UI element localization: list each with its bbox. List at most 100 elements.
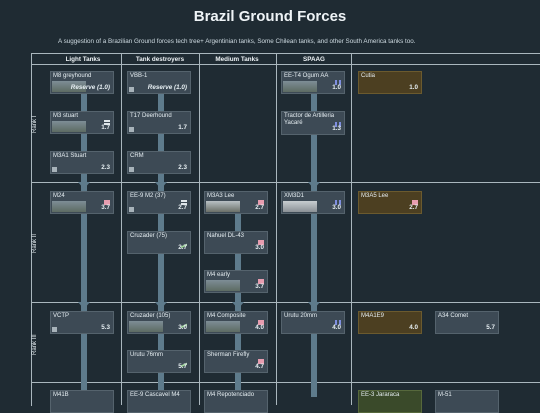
vehicle-card-t17-deerhound[interactable]: T17 Deerhound 1.7 xyxy=(127,111,191,134)
vehicle-image xyxy=(283,81,317,92)
page-title: Brazil Ground Forces xyxy=(193,8,347,25)
vehicle-br: 2.7 xyxy=(409,204,418,211)
spaa-icon xyxy=(335,122,341,127)
column-divider xyxy=(276,53,277,405)
vehicle-card-cruzader-105[interactable]: Cruzader (105)3.0 xyxy=(127,311,191,334)
spaa-icon xyxy=(335,320,341,325)
vehicle-name: CRM xyxy=(130,153,144,159)
vehicle-name: VBB-1 xyxy=(130,73,148,79)
vehicle-br: 1.7 xyxy=(178,124,187,131)
arrow-icon xyxy=(78,302,90,309)
arrow-icon xyxy=(308,182,320,189)
vehicle-name: EE-9 M2 (37) xyxy=(130,193,166,199)
column-header-tank-destroyers: Tank destroyers xyxy=(135,56,185,63)
rank-divider xyxy=(31,302,540,303)
vehicle-name: EE-9 Cascavel M4 xyxy=(130,392,180,398)
flag-icon xyxy=(258,359,264,364)
vehicle-br: 1.0 xyxy=(409,84,418,91)
image-placeholder-icon xyxy=(129,127,134,132)
tech-tree-grid xyxy=(31,53,540,406)
image-placeholder-icon xyxy=(129,167,134,172)
vehicle-image xyxy=(206,201,240,212)
vehicle-card-ee-9-m2[interactable]: EE-9 M2 (37) 2.7 xyxy=(127,191,191,214)
vehicle-name: M4 Repotenciado xyxy=(207,392,255,398)
vehicle-card-urutu-20mm[interactable]: Urutu 20mm 4.0 xyxy=(281,311,345,334)
vehicle-name: EE-3 Jararaca xyxy=(361,392,400,398)
vehicle-br: 4.0 xyxy=(255,324,264,331)
vehicle-image xyxy=(283,201,317,212)
vehicle-name: Urutu 20mm xyxy=(284,313,318,319)
connector xyxy=(81,94,87,397)
rank-label-2: Rank II xyxy=(32,233,38,253)
column-divider xyxy=(351,53,352,405)
arrow-icon xyxy=(155,182,167,189)
vehicle-card-cruzader-75[interactable]: Cruzader (75)2.7 xyxy=(127,231,191,254)
vehicle-name: XM3D1 xyxy=(284,193,305,199)
vehicle-name: Cutia xyxy=(361,73,376,79)
vehicle-card-a34-comet[interactable]: A34 Comet 5.7 xyxy=(435,311,499,334)
vehicle-br: 4.0 xyxy=(332,324,341,331)
rank-icon xyxy=(104,120,110,125)
vehicle-br: 1.7 xyxy=(101,124,110,131)
vehicle-br: Reserve (1.0) xyxy=(147,84,187,91)
vehicle-image xyxy=(206,321,240,332)
vehicle-card-m4-repotenciado[interactable]: M4 Repotenciado xyxy=(204,390,268,413)
vehicle-br: 2.7 xyxy=(255,204,264,211)
vehicle-br: 3.0 xyxy=(178,324,187,331)
vehicle-br: 3.0 xyxy=(332,204,341,211)
vehicle-name: M4 early xyxy=(207,272,231,278)
vehicle-card-m-51[interactable]: M-51 xyxy=(435,390,499,413)
vehicle-br: 1.0 xyxy=(332,84,341,91)
vehicle-image xyxy=(52,81,86,92)
vehicle-image xyxy=(52,201,86,212)
vehicle-name: Sherman Firefly xyxy=(207,352,250,358)
flag-icon xyxy=(258,200,264,205)
image-placeholder-icon xyxy=(129,207,134,212)
vehicle-br: 5.3 xyxy=(101,324,110,331)
vehicle-br: 1.3 xyxy=(332,125,341,132)
arrow-icon xyxy=(232,302,244,309)
vehicle-name: EE-T4 Ogum AA xyxy=(284,73,329,79)
vehicle-image xyxy=(52,121,86,132)
vehicle-br: 3.7 xyxy=(101,204,110,211)
connector xyxy=(311,94,317,397)
column-divider xyxy=(121,53,122,405)
column-header-light-tanks: Light Tanks xyxy=(65,56,101,63)
image-placeholder-icon xyxy=(129,87,134,92)
header-divider xyxy=(31,64,540,65)
vehicle-br: 5.7 xyxy=(486,324,495,331)
column-header-spaag: SPAAG xyxy=(303,56,325,63)
vehicle-br: 3.0 xyxy=(255,244,264,251)
vehicle-br: Reserve (1.0) xyxy=(70,84,110,91)
vehicle-card-cutia[interactable]: Cutia 1.0 xyxy=(358,71,422,94)
vehicle-card-sherman-firefly[interactable]: Sherman Firefly 4.7 xyxy=(204,350,268,373)
vehicle-name: T17 Deerhound xyxy=(130,113,172,119)
column-divider xyxy=(199,53,200,405)
vehicle-card-ee-9-cascavel-m4[interactable]: EE-9 Cascavel M4 xyxy=(127,390,191,413)
vehicle-image xyxy=(206,280,240,291)
vehicle-card-m41b[interactable]: M41B xyxy=(50,390,114,413)
vehicle-card-ee-3-jararaca[interactable]: EE-3 Jararaca xyxy=(358,390,422,413)
image-placeholder-icon xyxy=(52,167,57,172)
vehicle-br: 4.7 xyxy=(255,363,264,370)
vehicle-br: 2.7 xyxy=(178,204,187,211)
vehicle-name: M41B xyxy=(53,392,69,398)
vehicle-card-xm3d1[interactable]: XM3D1 3.0 xyxy=(281,191,345,214)
vehicle-name: A34 Comet xyxy=(438,313,469,319)
